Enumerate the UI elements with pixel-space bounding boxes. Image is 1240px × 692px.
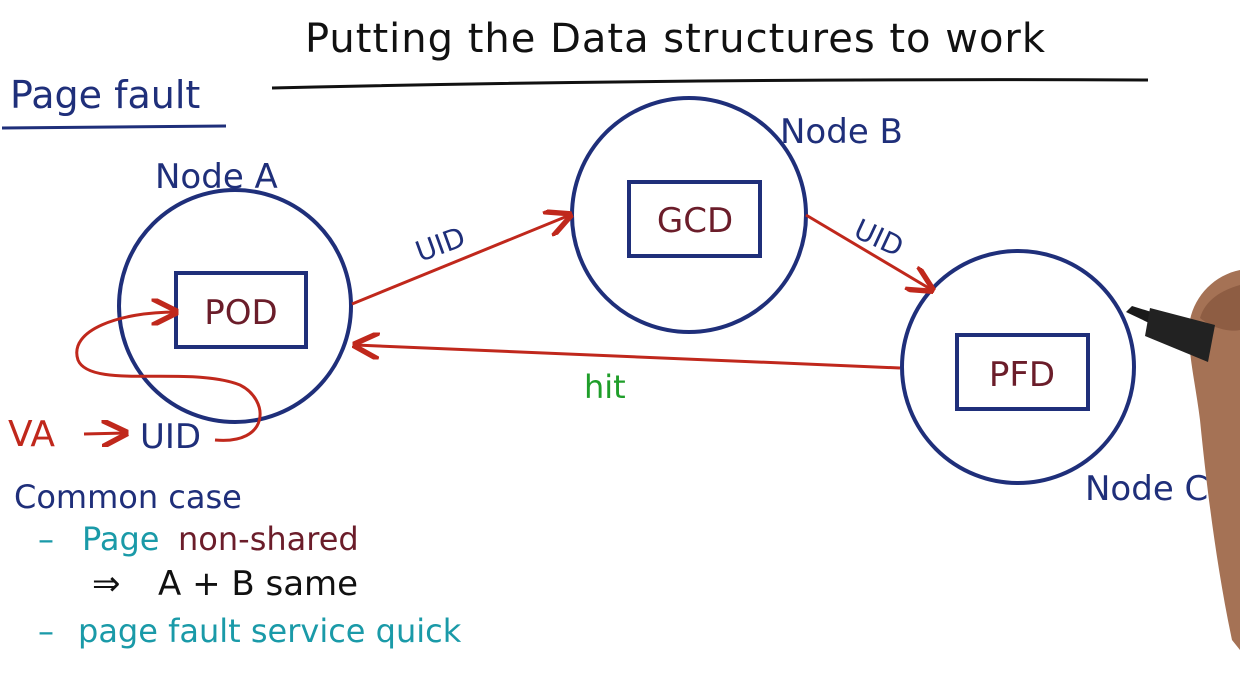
pfd-box	[955, 333, 1090, 411]
note1-implies: ⇒	[92, 564, 121, 604]
edge-b-to-c	[805, 213, 932, 290]
note2-text: page fault service quick	[78, 612, 462, 650]
edge-a-to-b-label: UID	[411, 220, 470, 268]
edge-c-to-a-label: hit	[584, 368, 626, 406]
pod-label: POD	[204, 293, 277, 333]
gcd-box	[627, 180, 762, 258]
edge-b-to-c-label: UID	[849, 212, 909, 263]
notes-heading: Common case	[14, 478, 242, 516]
section-label: Page fault	[10, 73, 200, 117]
page-title: Putting the Data structures to work	[305, 16, 1046, 62]
pen-body	[1145, 308, 1215, 362]
note1-rest: non-shared	[178, 520, 359, 558]
pfd-label: PFD	[989, 355, 1055, 395]
note1-dash: –	[38, 520, 54, 558]
section-label-underline	[1, 124, 227, 130]
node-a-circle	[117, 188, 353, 424]
note2-dash: –	[38, 612, 54, 650]
edge-a-to-b	[351, 215, 570, 306]
uid-to-pod-curve	[75, 312, 262, 442]
uid-label: UID	[140, 417, 201, 457]
edge-c-to-a	[355, 345, 901, 370]
va-label: VA	[8, 414, 55, 455]
gcd-label: GCD	[657, 201, 733, 241]
node-b-label: Node B	[780, 112, 903, 152]
title-underline	[271, 78, 1149, 90]
node-c-label: Node C	[1085, 469, 1208, 509]
hand-shape	[1189, 270, 1240, 650]
va-to-uid-arrow	[83, 433, 126, 434]
note1-page: Page	[82, 520, 159, 558]
finger-shape	[1200, 285, 1240, 331]
note1-result: A + B same	[158, 564, 358, 604]
presenter-hand-illustration	[1126, 270, 1240, 650]
node-c-circle	[900, 249, 1136, 485]
